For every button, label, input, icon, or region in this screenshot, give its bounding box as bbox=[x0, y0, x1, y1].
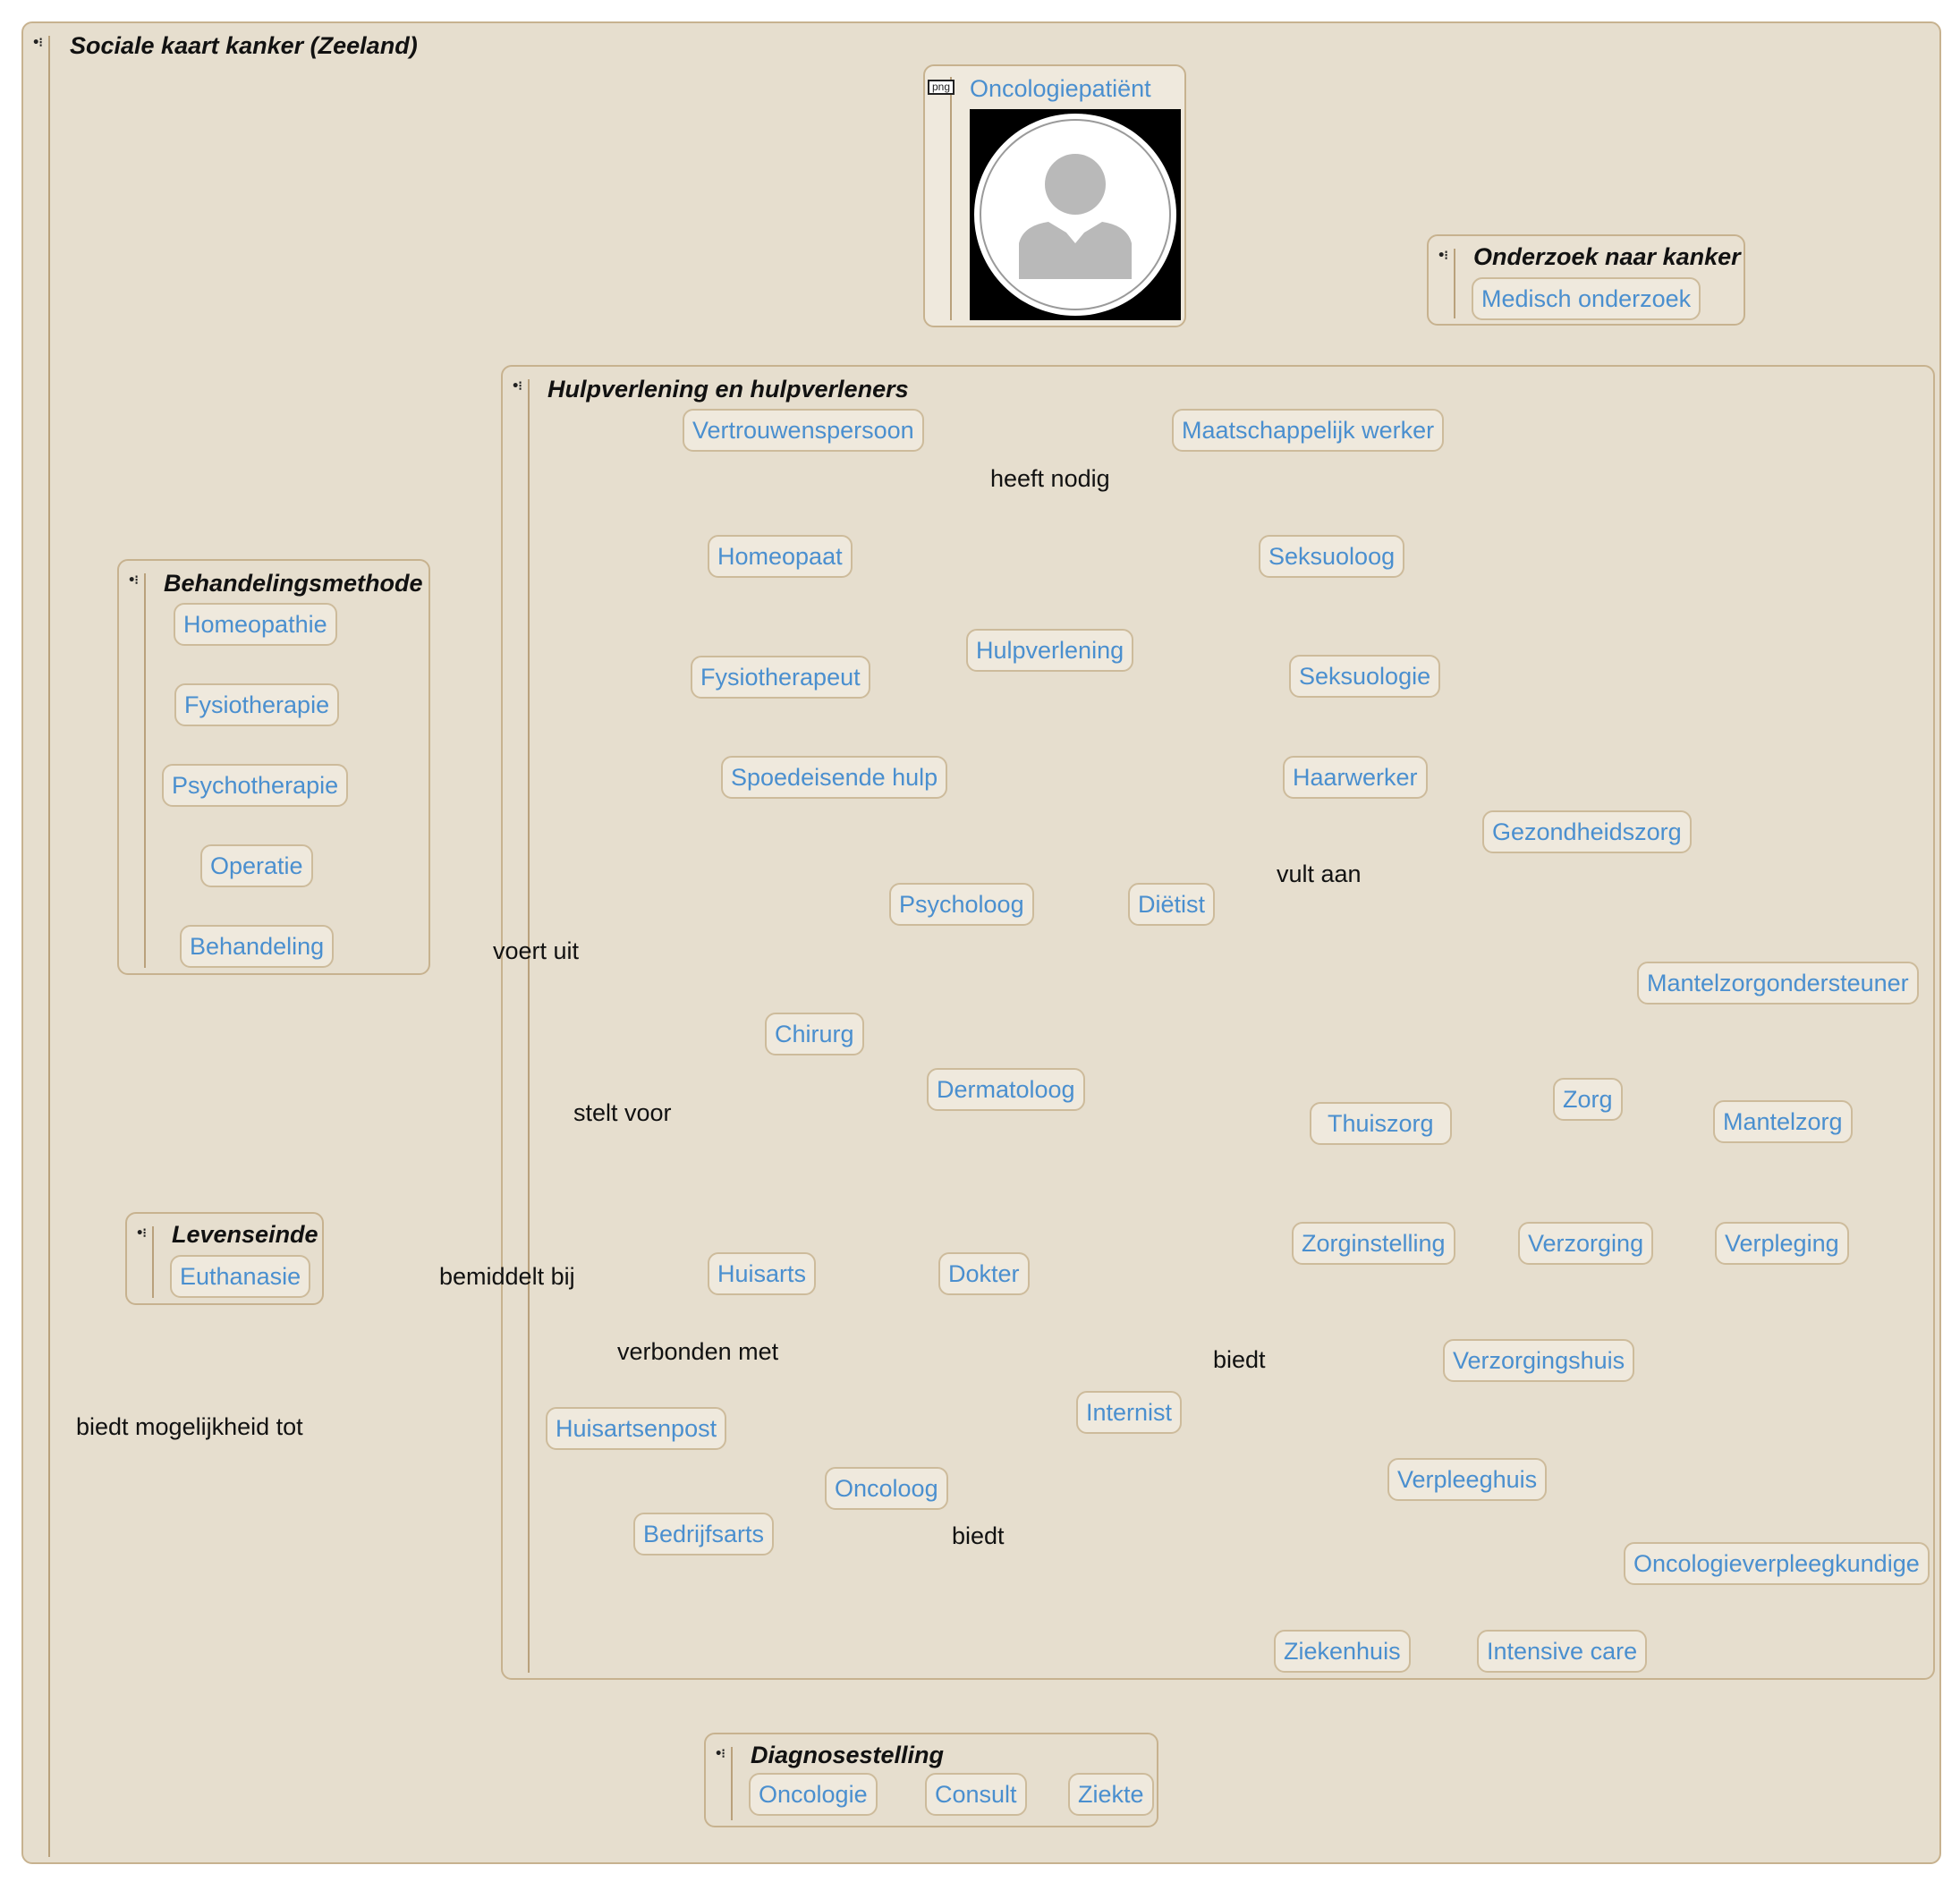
node-consult[interactable]: Consult bbox=[925, 1773, 1027, 1816]
node-homeopathie[interactable]: Homeopathie bbox=[174, 603, 337, 646]
node-huisartsenpost[interactable]: Huisartsenpost bbox=[546, 1407, 727, 1450]
node-behandeling[interactable]: Behandeling bbox=[180, 925, 335, 968]
group-title: Sociale kaart kanker (Zeeland) bbox=[70, 32, 418, 59]
edge-label-stelt-voor: stelt voor bbox=[573, 1099, 672, 1126]
avatar-icon bbox=[974, 114, 1176, 316]
node-ziekte[interactable]: Ziekte bbox=[1068, 1773, 1154, 1816]
node-internist[interactable]: Internist bbox=[1076, 1391, 1183, 1434]
avatar-image bbox=[970, 109, 1181, 320]
node-oncoloog[interactable]: Oncoloog bbox=[825, 1467, 948, 1510]
node-homeopaat[interactable]: Homeopaat bbox=[708, 535, 853, 578]
node-dermatoloog[interactable]: Dermatoloog bbox=[927, 1068, 1085, 1111]
node-verzorging[interactable]: Verzorging bbox=[1518, 1222, 1654, 1265]
node-vertrouwenspersoon[interactable]: Vertrouwenspersoon bbox=[683, 409, 924, 452]
group-title: Levenseinde bbox=[172, 1221, 318, 1248]
collapse-toggle-icon[interactable]: •⁝ bbox=[512, 379, 522, 394]
node-fysiotherapeut[interactable]: Fysiotherapeut bbox=[691, 656, 870, 699]
node-intensive-care[interactable]: Intensive care bbox=[1477, 1630, 1648, 1673]
node-bedrijfsarts[interactable]: Bedrijfsarts bbox=[633, 1513, 775, 1556]
node-dokter[interactable]: Dokter bbox=[938, 1252, 1030, 1295]
group-bar bbox=[144, 573, 146, 968]
node-medisch-onderzoek[interactable]: Medisch onderzoek bbox=[1472, 277, 1701, 320]
node-psychotherapie[interactable]: Psychotherapie bbox=[162, 764, 349, 807]
collapse-toggle-icon[interactable]: •⁝ bbox=[136, 1226, 147, 1241]
node-gezondheidszorg[interactable]: Gezondheidszorg bbox=[1482, 810, 1692, 853]
group-bar bbox=[48, 36, 50, 1857]
node-chirurg[interactable]: Chirurg bbox=[765, 1013, 864, 1055]
node-thuiszorg[interactable]: Thuiszorg bbox=[1310, 1102, 1452, 1145]
edge-label-biedt-mogelijkheid-tot: biedt mogelijkheid tot bbox=[76, 1413, 303, 1440]
group-bar bbox=[950, 77, 952, 320]
group-bar bbox=[152, 1226, 154, 1298]
edge-label-biedt-1: biedt bbox=[1213, 1346, 1266, 1373]
collapse-toggle-icon[interactable]: •⁝ bbox=[1438, 249, 1448, 263]
node-zorg[interactable]: Zorg bbox=[1553, 1078, 1623, 1121]
edge-label-biedt-2: biedt bbox=[952, 1522, 1005, 1549]
node-euthanasie[interactable]: Euthanasie bbox=[170, 1255, 311, 1298]
node-hulpverlening[interactable]: Hulpverlening bbox=[966, 629, 1134, 672]
node-spoedeisende-hulp[interactable]: Spoedeisende hulp bbox=[721, 756, 948, 799]
node-seksuologie[interactable]: Seksuologie bbox=[1289, 655, 1441, 698]
group-hulp: •⁝ Hulpverlening en hulpverleners bbox=[501, 365, 1935, 1680]
node-maatschappelijk-werker[interactable]: Maatschappelijk werker bbox=[1172, 409, 1445, 452]
node-mantelzorg[interactable]: Mantelzorg bbox=[1713, 1100, 1853, 1143]
node-operatie[interactable]: Operatie bbox=[200, 844, 313, 887]
edge-label-verbonden-met: verbonden met bbox=[617, 1338, 779, 1365]
edge-label-vult-aan: vult aan bbox=[1277, 860, 1362, 887]
collapse-toggle-icon[interactable]: •⁝ bbox=[128, 573, 139, 588]
image-node-oncologiepatient[interactable]: png Oncologiepatiënt bbox=[923, 64, 1186, 327]
node-zorginstelling[interactable]: Zorginstelling bbox=[1292, 1222, 1455, 1265]
group-title: Behandelingsmethode bbox=[164, 570, 423, 597]
group-bar bbox=[731, 1747, 733, 1820]
node-oncologie[interactable]: Oncologie bbox=[749, 1773, 878, 1816]
node-ziekenhuis[interactable]: Ziekenhuis bbox=[1274, 1630, 1411, 1673]
node-fysiotherapie[interactable]: Fysiotherapie bbox=[174, 683, 340, 726]
node-dietist[interactable]: Diëtist bbox=[1128, 883, 1216, 926]
image-node-label: Oncologiepatiënt bbox=[970, 75, 1151, 102]
node-mantelzorgondersteuner[interactable]: Mantelzorgondersteuner bbox=[1637, 962, 1919, 1005]
node-verzorgingshuis[interactable]: Verzorgingshuis bbox=[1443, 1339, 1635, 1382]
edge-label-bemiddelt-bij: bemiddelt bij bbox=[439, 1263, 575, 1290]
node-seksuoloog[interactable]: Seksuoloog bbox=[1259, 535, 1405, 578]
node-psycholoog[interactable]: Psycholoog bbox=[889, 883, 1034, 926]
node-verpleeghuis[interactable]: Verpleeghuis bbox=[1387, 1458, 1548, 1501]
node-huisarts[interactable]: Huisarts bbox=[708, 1252, 817, 1295]
group-title: Onderzoek naar kanker bbox=[1473, 243, 1741, 270]
collapse-toggle-icon[interactable]: •⁝ bbox=[32, 36, 43, 50]
node-oncologieverpleegkundige[interactable]: Oncologieverpleegkundige bbox=[1624, 1542, 1930, 1585]
edge-label-voert-uit: voert uit bbox=[493, 937, 580, 964]
node-haarwerker[interactable]: Haarwerker bbox=[1283, 756, 1428, 799]
group-bar bbox=[528, 379, 530, 1673]
group-title: Hulpverlening en hulpverleners bbox=[547, 376, 909, 403]
group-bar bbox=[1454, 249, 1455, 318]
node-verpleging[interactable]: Verpleging bbox=[1715, 1222, 1849, 1265]
png-badge: png bbox=[928, 80, 955, 95]
group-title: Diagnosestelling bbox=[751, 1742, 945, 1768]
edge-label-heeft-nodig: heeft nodig bbox=[990, 465, 1110, 492]
collapse-toggle-icon[interactable]: •⁝ bbox=[715, 1747, 725, 1761]
